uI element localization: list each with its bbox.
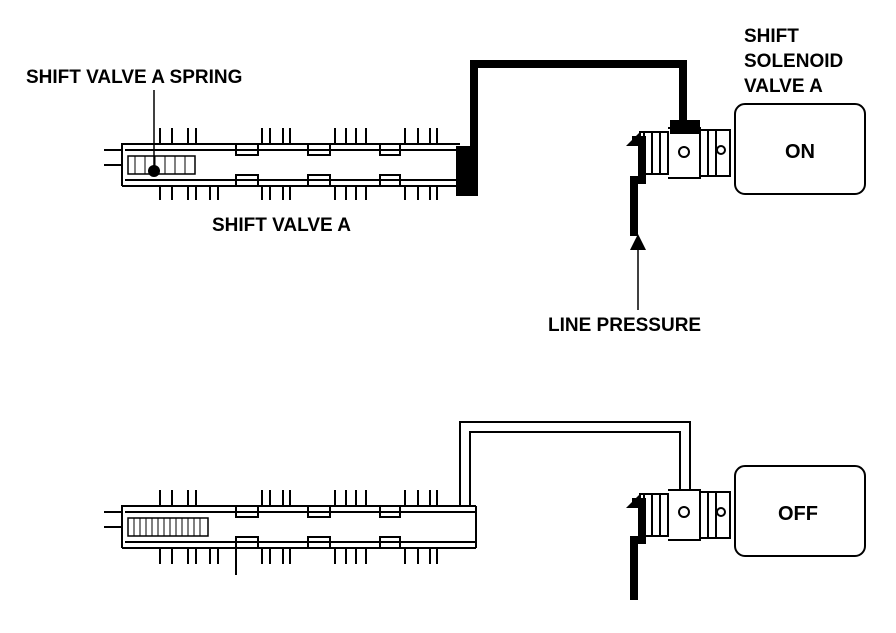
top-solenoid-port-fill	[670, 120, 700, 134]
bottom-line-pressure-corner	[626, 494, 640, 508]
bottom-solenoid-port-circle	[678, 506, 690, 518]
top-solenoid-valve	[639, 103, 866, 195]
top-solenoid-port-circle	[678, 146, 690, 158]
bottom-shift-valve-assembly	[104, 490, 477, 575]
top-pressure-line	[470, 60, 687, 150]
solenoid-label-line1: SHIFT	[744, 26, 799, 47]
spring-indicator-dot	[148, 165, 160, 177]
bottom-solenoid-valve	[639, 465, 866, 557]
bottom-pressure-line-inner	[469, 431, 681, 506]
valve-label: SHIFT VALVE A	[212, 215, 351, 236]
bottom-solenoid-vent-circle	[716, 507, 726, 517]
solenoid-label-line3: VALVE A	[744, 76, 823, 97]
top-solenoid-state: ON	[785, 141, 815, 163]
top-line-pressure-feed	[630, 136, 646, 236]
spring-label: SHIFT VALVE A SPRING	[26, 67, 243, 88]
top-valve-end-cap	[456, 146, 478, 196]
bottom-line-pressure-feed	[630, 498, 646, 600]
bottom-pressure-line-outer	[459, 421, 691, 506]
line-pressure-arrowhead	[630, 234, 646, 250]
solenoid-label-line2: SOLENOID	[744, 51, 844, 72]
top-solenoid-vent-circle	[716, 145, 726, 155]
top-shift-valve-assembly	[104, 128, 460, 200]
top-line-pressure-corner	[626, 132, 640, 146]
bottom-solenoid-state: OFF	[778, 503, 818, 525]
line-pressure-label: LINE PRESSURE	[548, 315, 702, 336]
